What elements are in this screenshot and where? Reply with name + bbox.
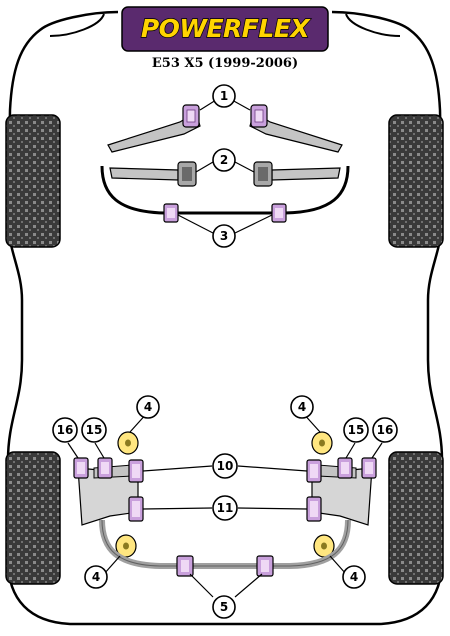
rear-bush-11-right [306, 496, 322, 522]
rear-subframe-mount-top-right [311, 431, 333, 455]
callout-11: 11 [212, 495, 238, 521]
callout-4-bottom-left: 4 [84, 565, 108, 589]
front-tension-strut-right [249, 104, 343, 153]
svg-text:5: 5 [220, 600, 228, 614]
front-lower-arm-right [253, 161, 341, 187]
rear-subframe-mount-bottom-left [115, 534, 137, 558]
svg-text:16: 16 [57, 423, 74, 437]
callout-15-left: 15 [81, 417, 107, 443]
front-arb-bush-right [271, 203, 287, 223]
rear-bush-10-left [128, 459, 144, 483]
svg-text:15: 15 [86, 423, 103, 437]
rear-arb-bush-left [176, 555, 194, 577]
rear-anti-roll-bar [99, 519, 351, 569]
svg-text:10: 10 [217, 459, 234, 473]
tyre-front-right [388, 114, 444, 248]
car-body-outline [6, 10, 444, 626]
callout-5: 5 [212, 595, 236, 619]
callout-4-top-left: 4 [136, 395, 160, 419]
callout-15-right: 15 [343, 417, 369, 443]
tyre-front-left [5, 114, 61, 248]
rear-subframe-mount-bottom-right [313, 534, 335, 558]
svg-text:4: 4 [144, 400, 152, 414]
callout-16-right: 16 [372, 417, 398, 443]
front-arb-bush-left [163, 203, 179, 223]
callout-2: 2 [212, 148, 236, 172]
callout-3: 3 [212, 224, 236, 248]
front-anti-roll-bar [100, 165, 350, 215]
rear-arb-bush-right [256, 555, 274, 577]
callout-1: 1 [212, 84, 236, 108]
front-tension-strut-left [107, 104, 201, 153]
svg-text:4: 4 [92, 570, 100, 584]
brand-logo-box [121, 6, 329, 52]
rear-bush-15-left [97, 457, 113, 479]
svg-text:16: 16 [377, 423, 394, 437]
callout-4-bottom-right: 4 [342, 565, 366, 589]
front-lower-arm-left [109, 161, 197, 187]
rear-bush-10-right [306, 459, 322, 483]
callout-10: 10 [212, 453, 238, 479]
tyre-rear-left [5, 451, 61, 585]
rear-subframe-mount-top-left [117, 431, 139, 455]
svg-text:1: 1 [220, 89, 228, 103]
svg-text:2: 2 [220, 153, 228, 167]
svg-text:4: 4 [298, 400, 306, 414]
tyre-rear-right [388, 451, 444, 585]
rear-bush-11-left [128, 496, 144, 522]
svg-text:11: 11 [217, 501, 234, 515]
svg-text:3: 3 [220, 229, 228, 243]
rear-bush-16-left [73, 457, 89, 479]
leader-lines [67, 99, 383, 598]
model-subtitle: E53 X5 (1999-2006) [152, 56, 298, 71]
svg-text:15: 15 [348, 423, 365, 437]
brand-logo: POWERFLEX [141, 14, 312, 43]
rear-bush-15-right [337, 457, 353, 479]
callout-4-top-right: 4 [290, 395, 314, 419]
rear-trailing-arm-right [311, 464, 373, 526]
rear-bush-16-right [361, 457, 377, 479]
callout-16-left: 16 [52, 417, 78, 443]
svg-text:4: 4 [350, 570, 358, 584]
windscreen-outline [49, 13, 401, 37]
